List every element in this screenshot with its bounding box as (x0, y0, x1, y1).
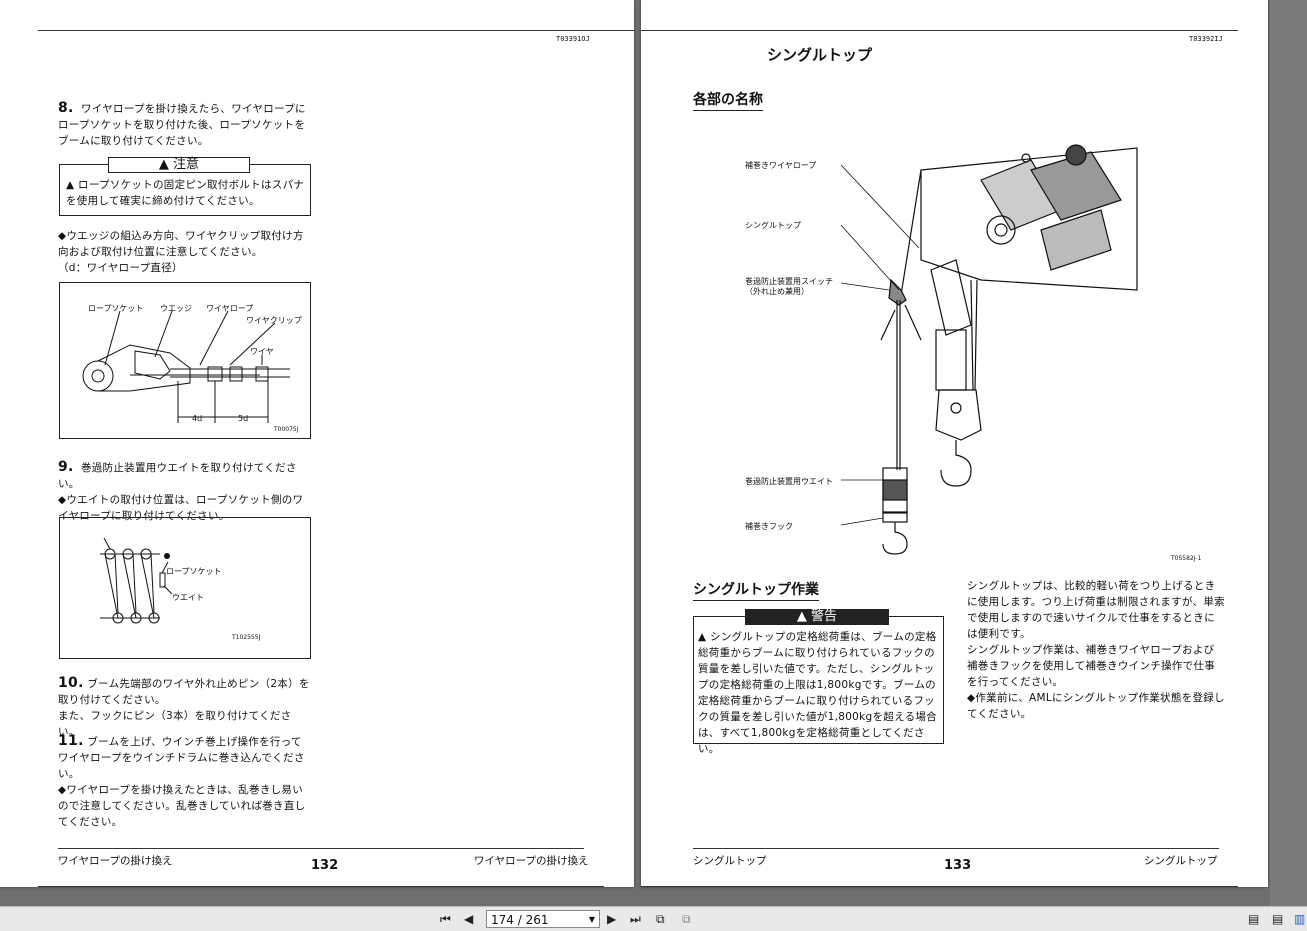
step-8: 8. ワイヤロープを掛け換えたら、ワイヤロープにロープソケットを取り付けた後、ロ… (58, 100, 310, 149)
step-number: 11. (58, 733, 84, 749)
footer-right: ワイヤロープの掛け換え (474, 855, 589, 867)
figure-rope-socket: ロープソケット ウエッジ ワイヤロープ ワイヤクリップ ワイヤ 4d 5d T0… (59, 282, 311, 439)
go-back-icon[interactable]: ⧉ (656, 912, 665, 926)
continuous-view-icon[interactable]: ▤ (1272, 912, 1284, 926)
page-selector[interactable]: 174 / 261 ▼ (486, 910, 600, 928)
step-11: 11. ブームを上げ、ウインチ巻上げ操作を行ってワイヤロープをウインチドラムに巻… (58, 733, 312, 830)
section-single-top-work: シングルトップ作業 (693, 579, 819, 601)
note-text: ◆ウエッジの組込み方向、ワイヤクリップ取付け方向および取付け位置に注意してくださ… (58, 230, 304, 274)
label-single-top: シングルトップ (745, 221, 801, 230)
footer-rule (693, 848, 1219, 849)
label-weight: ウエイト (172, 593, 204, 602)
figure-code: T102555J (232, 634, 261, 641)
two-page-view-icon[interactable]: ▥ (1294, 912, 1306, 926)
label-aux-hook: 補巻きフック (745, 522, 793, 531)
page-title: シングルトップ (767, 46, 873, 64)
label-wire-clip: ワイヤクリップ (246, 316, 302, 325)
step-number: 8. (58, 100, 74, 116)
label-rope-socket: ロープソケット (166, 567, 222, 576)
step-10: 10. ブーム先端部のワイヤ外れ止めピン（2本）を取り付けてください。 また、フ… (58, 675, 312, 740)
dimension-5d: 5d (238, 414, 249, 423)
chevron-down-icon: ▼ (588, 915, 595, 924)
go-forward-icon[interactable]: ⧉ (682, 912, 691, 926)
weight-diagram (100, 537, 173, 624)
figure-code: T00075J (274, 426, 299, 433)
header-rule (38, 30, 634, 31)
page-selector-value: 174 / 261 (491, 913, 549, 927)
label-overhoist-switch: 巻過防止装置用スイッチ （外れ止め兼用） (745, 277, 833, 296)
single-top-illustration (840, 144, 1138, 555)
warning-banner: ▲ 警告 (745, 609, 889, 625)
page-number: 132 (311, 858, 339, 873)
step-text: ブーム先端部のワイヤ外れ止めピン（2本）を取り付けてください。 また、フックにピ… (58, 678, 310, 738)
caution-banner: ▲ 注意 (108, 157, 250, 173)
step-text: 巻過防止装置用ウエイトを取り付けてください。 ◆ウエイトの取付け位置は、ロープソ… (58, 462, 304, 522)
first-page-icon[interactable]: ⏮ (440, 912, 451, 926)
previous-page-icon[interactable]: ◀ (464, 912, 474, 926)
header-rule (641, 30, 1238, 31)
right-page: T03392IJ シングルトップ 各部の名称 (641, 0, 1268, 887)
label-rope-socket: ロープソケット (88, 304, 144, 313)
left-page: T03391OJ 8. ワイヤロープを掛け換えたら、ワイヤロープにロープソケット… (0, 0, 634, 887)
step-text: ワイヤロープを掛け換えたら、ワイヤロープにロープソケットを取り付けた後、ロープソ… (58, 103, 306, 147)
footer-left: シングルトップ (693, 855, 767, 867)
label-wire: ワイヤ (250, 347, 274, 356)
viewer-gutter (1270, 0, 1307, 906)
single-top-description: シングルトップは、比較的軽い荷をつり上げるときに使用します。つり上げ荷重は制限さ… (967, 580, 1225, 720)
page-code: T03391OJ (556, 35, 590, 43)
footer-left: ワイヤロープの掛け換え (58, 855, 173, 867)
label-wire-rope: ワイヤロープ (206, 304, 254, 313)
caution-text: ▲ ロープソケットの固定ピン取付ボルトはスパナを使用して確実に締め付けてください… (66, 179, 305, 207)
step-number: 10. (58, 675, 84, 691)
label-aux-wire-rope: 補巻きワイヤロープ (745, 161, 817, 170)
next-page-icon[interactable]: ▶ (607, 912, 617, 926)
last-page-icon[interactable]: ⏭ (630, 912, 641, 926)
warning-text: ▲ シングルトップの定格総荷重は、ブームの定格総荷重からブームに取り付けられてい… (698, 631, 937, 755)
dimension-4d: 4d (192, 414, 203, 423)
page-number: 133 (944, 858, 972, 873)
single-page-view-icon[interactable]: ▤ (1248, 912, 1260, 926)
bottom-rule (38, 886, 604, 887)
section-part-names: 各部の名称 (693, 89, 763, 111)
label-overhoist-weight: 巻過防止装置用ウエイト (745, 477, 833, 486)
footer-right: シングルトップ (1144, 855, 1218, 867)
step-number: 9. (58, 459, 74, 475)
step-9: 9. 巻過防止装置用ウエイトを取り付けてください。 ◆ウエイトの取付け位置は、ロ… (58, 459, 312, 524)
step-text: ブームを上げ、ウインチ巻上げ操作を行ってワイヤロープをウインチドラムに巻き込んで… (58, 736, 306, 828)
footer-rule (58, 848, 584, 849)
label-wedge: ウエッジ (160, 304, 192, 313)
bottom-rule (641, 886, 1238, 887)
viewer-toolbar: ⏮ ◀ 174 / 261 ▼ ▶ ⏭ ⧉ ⧉ ▤ ▤ ▥ (0, 906, 1307, 931)
page-code: T03392IJ (1189, 35, 1223, 43)
figure-weight: ロープソケット ウエイト T102555J (59, 517, 311, 659)
rope-socket-diagram (82, 310, 290, 423)
figure-code: T05582J-1 (1171, 555, 1202, 562)
